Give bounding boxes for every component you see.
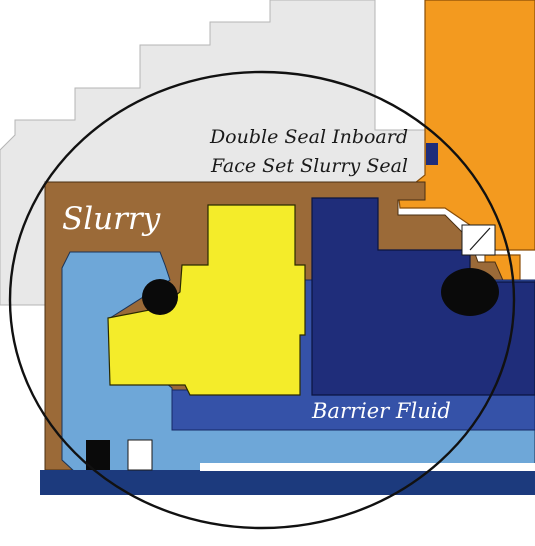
barrier-fluid-label: Barrier Fluid <box>311 399 451 423</box>
lower-ring-white <box>127 439 153 471</box>
gland-key <box>426 143 438 165</box>
shaft-gap <box>200 463 535 471</box>
o-ring-right <box>441 268 499 316</box>
shaft <box>40 470 535 495</box>
lower-ring-black <box>86 440 110 470</box>
slurry-label: Slurry <box>62 201 161 237</box>
detail-circle <box>8 70 516 530</box>
gland-plate <box>397 0 535 251</box>
caption-line-2: Face Set Slurry Seal <box>210 155 408 177</box>
o-ring-left <box>142 279 178 315</box>
caption-line-1: Double Seal Inboard <box>209 126 408 148</box>
stationary-seal-face <box>107 204 306 396</box>
spring-clip-diagonal <box>469 227 491 251</box>
